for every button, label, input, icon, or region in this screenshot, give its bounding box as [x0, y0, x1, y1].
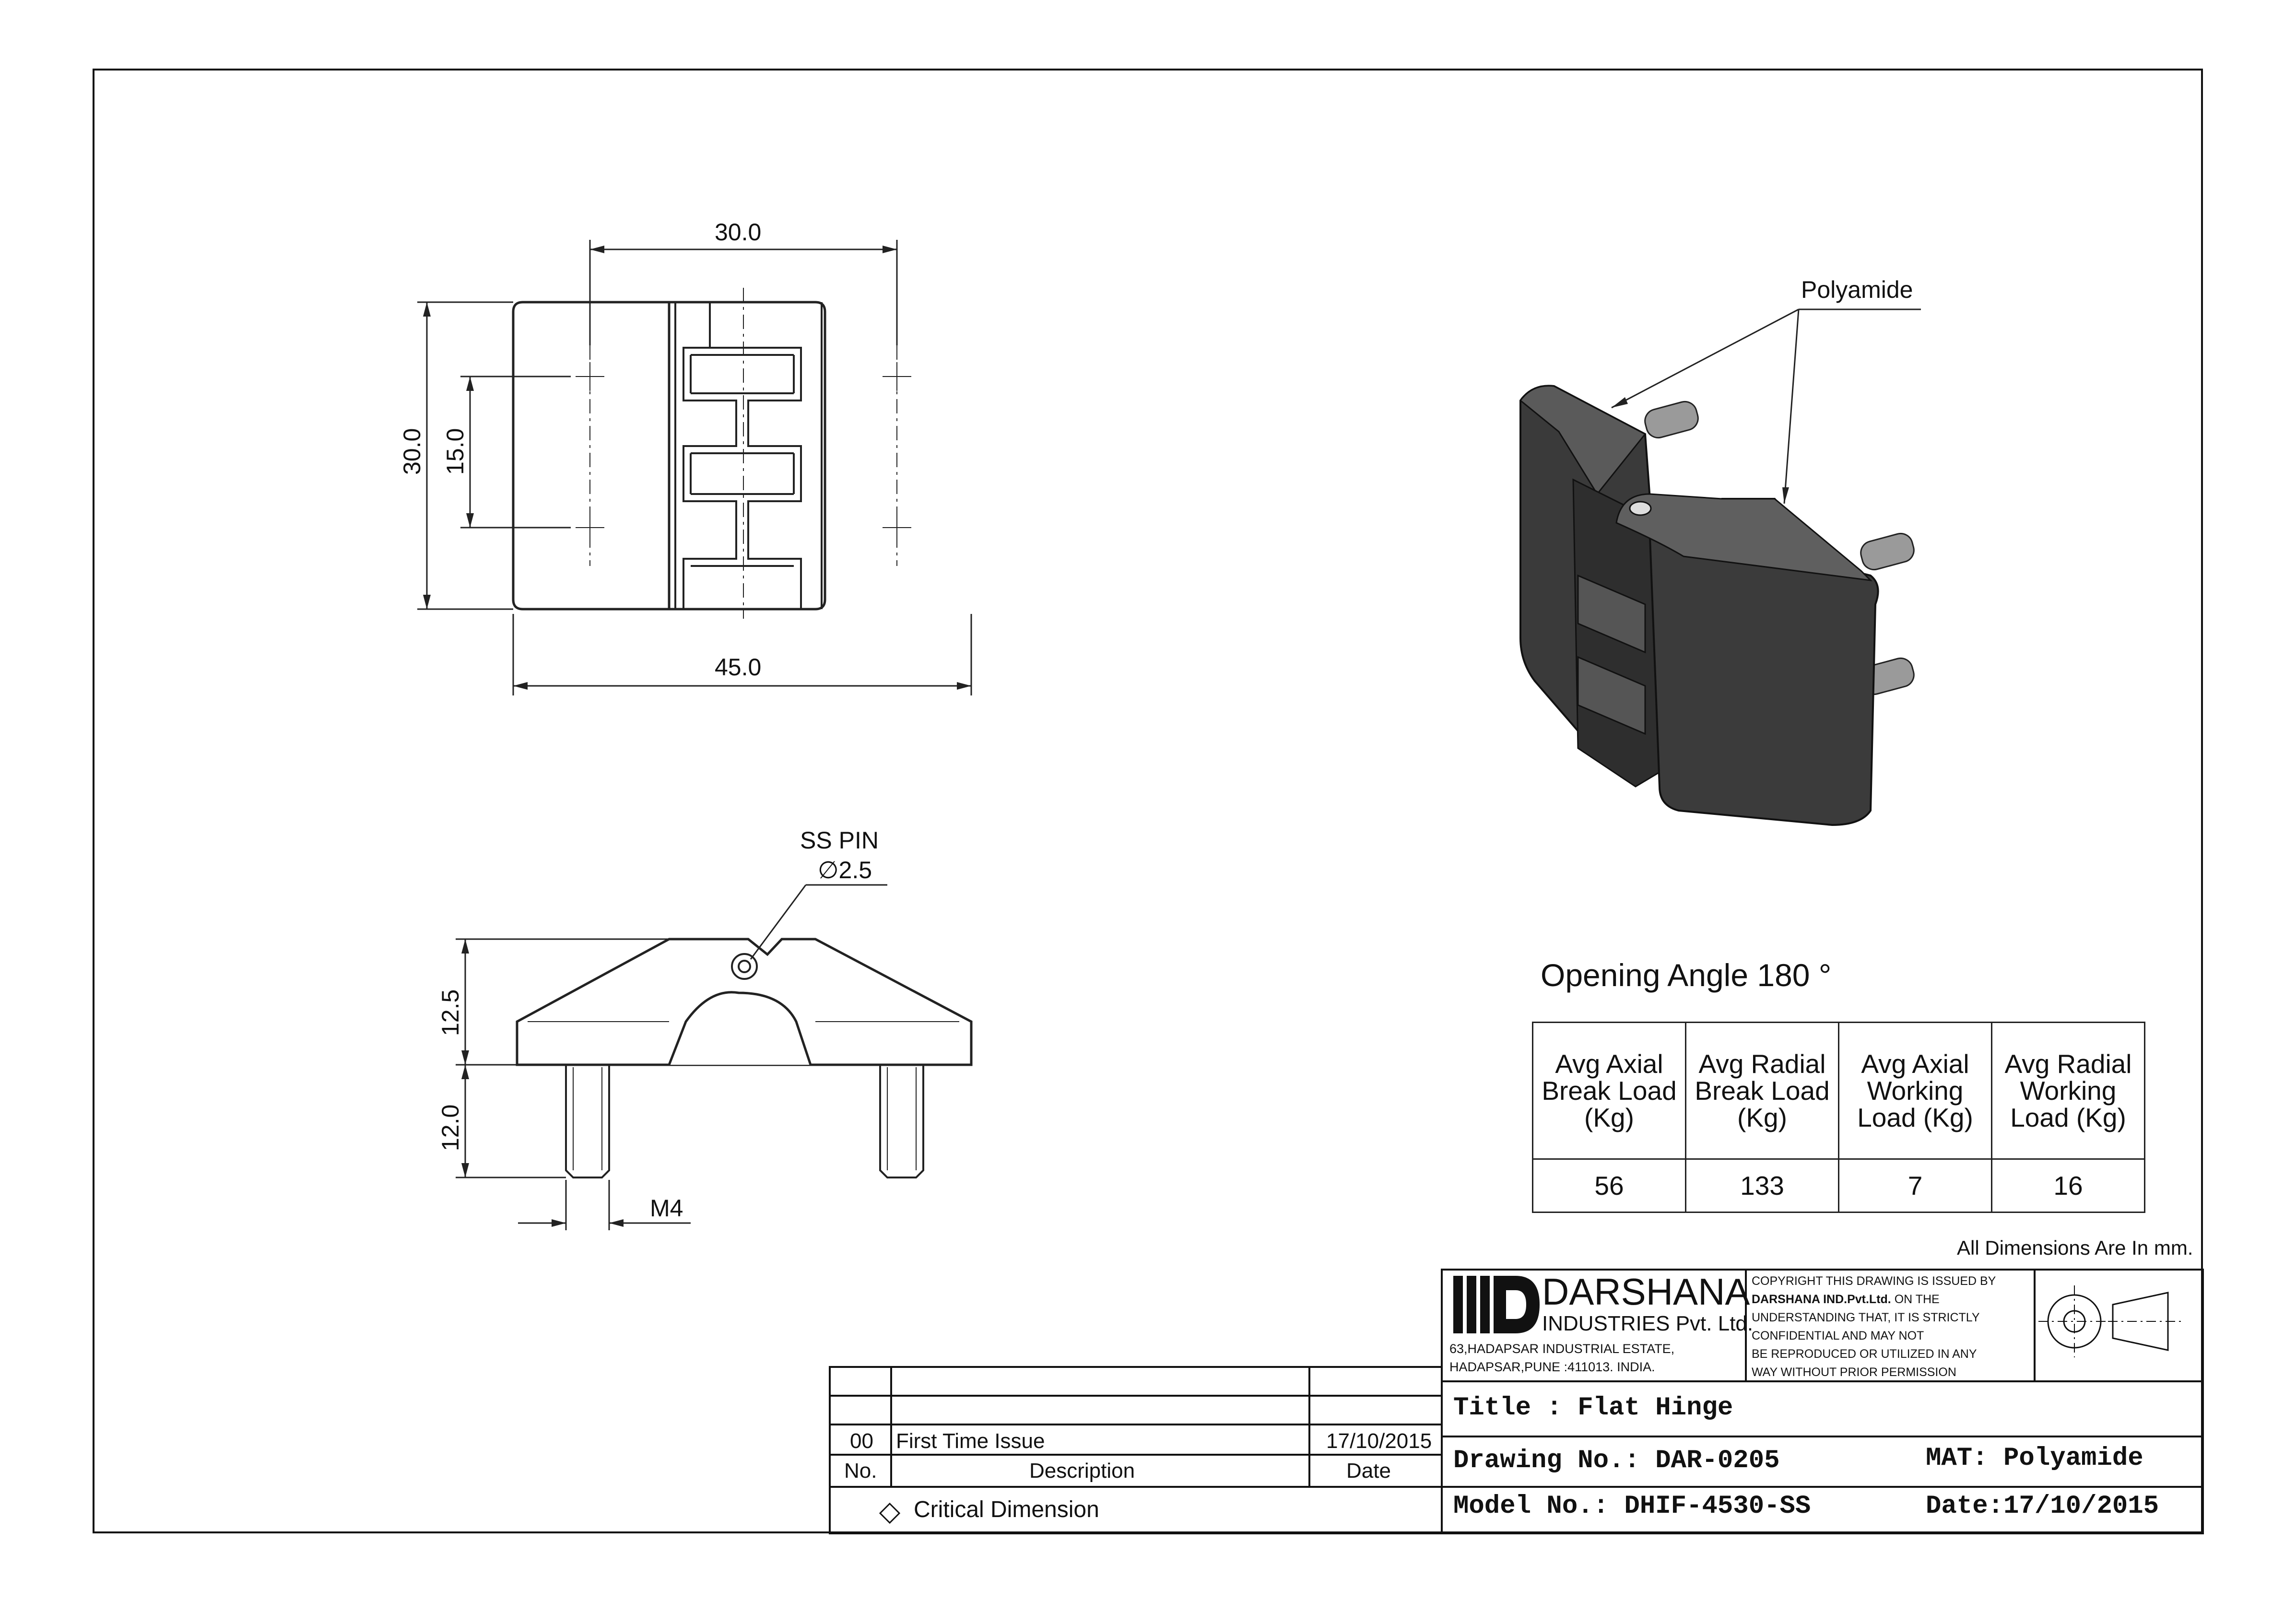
revision-header-no: No. — [844, 1459, 877, 1483]
title-block-lines — [829, 1269, 2204, 1534]
dim-width-top: 30.0 — [715, 219, 762, 246]
drawing-date: Date:17/10/2015 — [1926, 1492, 2159, 1521]
company-name: DARSHANA — [1542, 1271, 1750, 1313]
company-logo — [1453, 1276, 1540, 1333]
value-radial-working: 16 — [1991, 1158, 2145, 1213]
header-axial-break: Avg Axial Break Load (Kg) — [1532, 1022, 1686, 1160]
drawing-title: Title : Flat Hinge — [1453, 1393, 1733, 1423]
value-radial-break: 133 — [1685, 1158, 1839, 1213]
dim-height-outer: 30.0 — [399, 428, 425, 475]
dim-overall-width: 45.0 — [715, 654, 762, 681]
copyright-line: COPYRIGHT THIS DRAWING IS ISSUED BY — [1752, 1274, 1996, 1288]
company-sub: INDUSTRIES Pvt. Ltd. — [1542, 1312, 1754, 1335]
revision-header-description: Description — [1029, 1459, 1135, 1483]
material-callout: Polyamide — [1801, 276, 1913, 303]
load-table: Avg Axial Break Load (Kg) Avg Radial Bre… — [1532, 1022, 2145, 1213]
value-axial-working: 7 — [1838, 1158, 1992, 1213]
copyright-notice: COPYRIGHT THIS DRAWING IS ISSUED BY DARS… — [1752, 1272, 1996, 1381]
copyright-line: WAY WITHOUT PRIOR PERMISSION — [1752, 1366, 1956, 1379]
pin-label: SS PIN — [800, 827, 879, 854]
copyright-line: CONFIDENTIAL AND MAY NOT — [1752, 1329, 1924, 1342]
drawing-number: Drawing No.: DAR-0205 — [1453, 1446, 1780, 1475]
company-address-2: HADAPSAR,PUNE :411013. INDIA. — [1449, 1360, 1655, 1374]
opening-angle: Opening Angle 180 ° — [1541, 957, 1832, 993]
units-note: All Dimensions Are In mm. — [1957, 1236, 2193, 1259]
dim-body-height: 12.5 — [437, 989, 464, 1036]
top-view — [417, 240, 972, 695]
revision-no: 00 — [850, 1429, 873, 1453]
dim-hole-spacing: 15.0 — [442, 428, 469, 475]
header-radial-break: Avg Radial Break Load (Kg) — [1685, 1022, 1839, 1160]
revision-header-date: Date — [1346, 1459, 1391, 1483]
header-axial-working: Avg Axial Working Load (Kg) — [1838, 1022, 1992, 1160]
pin-diameter: ∅2.5 — [818, 857, 872, 883]
model-number: Model No.: DHIF-4530-SS — [1453, 1492, 1811, 1521]
company-address-1: 63,HADAPSAR INDUSTRIAL ESTATE, — [1449, 1342, 1675, 1356]
revision-date: 17/10/2015 — [1326, 1429, 1432, 1453]
copyright-line-rest: ON THE — [1891, 1293, 1940, 1306]
copyright-line: BE REPRODUCED OR UTILIZED IN ANY — [1752, 1347, 1977, 1361]
copyright-line: DARSHANA IND.Pvt.Ltd. ON THE — [1752, 1290, 1996, 1308]
side-view — [456, 884, 973, 1230]
copyright-line: UNDERSTANDING THAT, IT IS STRICTLY — [1752, 1311, 1980, 1324]
revision-description: First Time Issue — [896, 1429, 1045, 1453]
copyright-company: DARSHANA IND.Pvt.Ltd. — [1752, 1293, 1891, 1306]
value-axial-break: 56 — [1532, 1158, 1686, 1213]
iso-view — [1519, 308, 1921, 826]
thread-label: M4 — [650, 1195, 683, 1222]
critical-dimension-note: Critical Dimension — [914, 1497, 1099, 1522]
header-radial-working: Avg Radial Working Load (Kg) — [1991, 1022, 2145, 1160]
dim-stud-length: 12.0 — [437, 1104, 464, 1151]
material: MAT: Polyamide — [1926, 1444, 2143, 1473]
